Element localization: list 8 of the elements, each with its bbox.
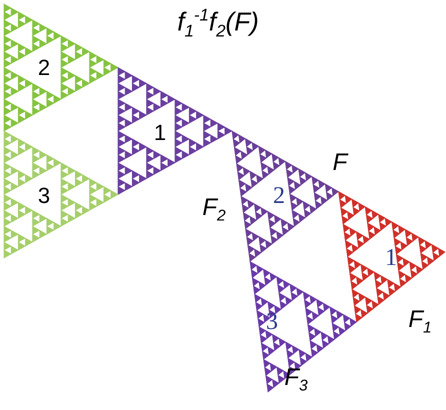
math-label: F$_{1}$ — [408, 308, 432, 336]
math-label: f$_{1}$$^{-1}$f$_{2}$(F) — [177, 8, 259, 40]
part-number: 1 — [385, 246, 397, 270]
part-number: 3 — [266, 310, 278, 334]
math-label: F$_{3}$ — [284, 366, 308, 394]
part-number: 2 — [273, 184, 285, 208]
math-label: F$_{2}$ — [202, 196, 226, 224]
math-label: F — [332, 151, 348, 175]
